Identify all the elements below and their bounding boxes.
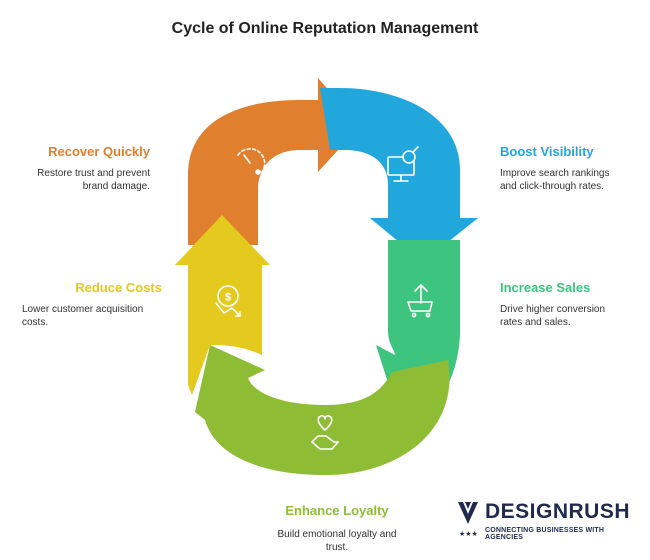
stage-desc-line: rates and sales. xyxy=(500,317,571,328)
stage-desc-line: Improve search rankings xyxy=(500,168,610,179)
stage-desc-line: Build emotional loyalty and xyxy=(277,529,397,540)
stage-desc-line: trust. xyxy=(325,542,349,553)
stage-title: Recover Quickly xyxy=(48,144,150,159)
dollar-down-icon: $ xyxy=(215,285,241,317)
stage-desc-line: and click-through rates. xyxy=(500,181,604,192)
stage-title: Boost Visibility xyxy=(500,144,594,159)
logo-tagline: CONNECTING BUSINESSES WITH AGENCIES xyxy=(485,527,605,541)
arrow-loyalty xyxy=(195,345,450,475)
logo-name: DESIGNRUSH xyxy=(485,500,631,523)
arrow-recover xyxy=(188,78,360,245)
page-title: Cycle of Online Reputation Management xyxy=(171,20,479,37)
svg-text:$: $ xyxy=(225,292,231,304)
handshake-heart-icon xyxy=(311,414,339,450)
stage-costs: Reduce Costs Lower customer acquisition … xyxy=(22,280,172,329)
stage-desc-line: brand damage. xyxy=(82,181,150,192)
designrush-mark-icon: ★★★ xyxy=(458,502,478,538)
cart-arrow-icon xyxy=(407,284,433,318)
stage-desc-line: Lower customer acquisition xyxy=(22,304,144,315)
stage-boost: Boost Visibility Improve search rankings… xyxy=(500,144,640,193)
stage-desc-line: Drive higher conversion xyxy=(500,304,606,315)
designrush-logo: ★★★ DESIGNRUSH CONNECTING BUSINESSES WIT… xyxy=(455,500,635,545)
stage-sales: Increase Sales Drive higher conversion r… xyxy=(500,280,640,329)
stage-desc-line: Restore trust and prevent xyxy=(37,168,150,179)
stage-title: Reduce Costs xyxy=(75,280,162,295)
stage-title: Enhance Loyalty xyxy=(285,503,389,518)
speed-gauge-icon xyxy=(237,148,266,175)
stage-title: Increase Sales xyxy=(500,280,591,295)
stage-loyalty: Enhance Loyalty Build emotional loyalty … xyxy=(262,503,412,554)
stage-desc-line: costs. xyxy=(22,317,49,328)
svg-text:★★★: ★★★ xyxy=(459,530,478,538)
stage-recover: Recover Quickly Restore trust and preven… xyxy=(10,144,150,193)
monitor-search-icon xyxy=(387,146,419,182)
